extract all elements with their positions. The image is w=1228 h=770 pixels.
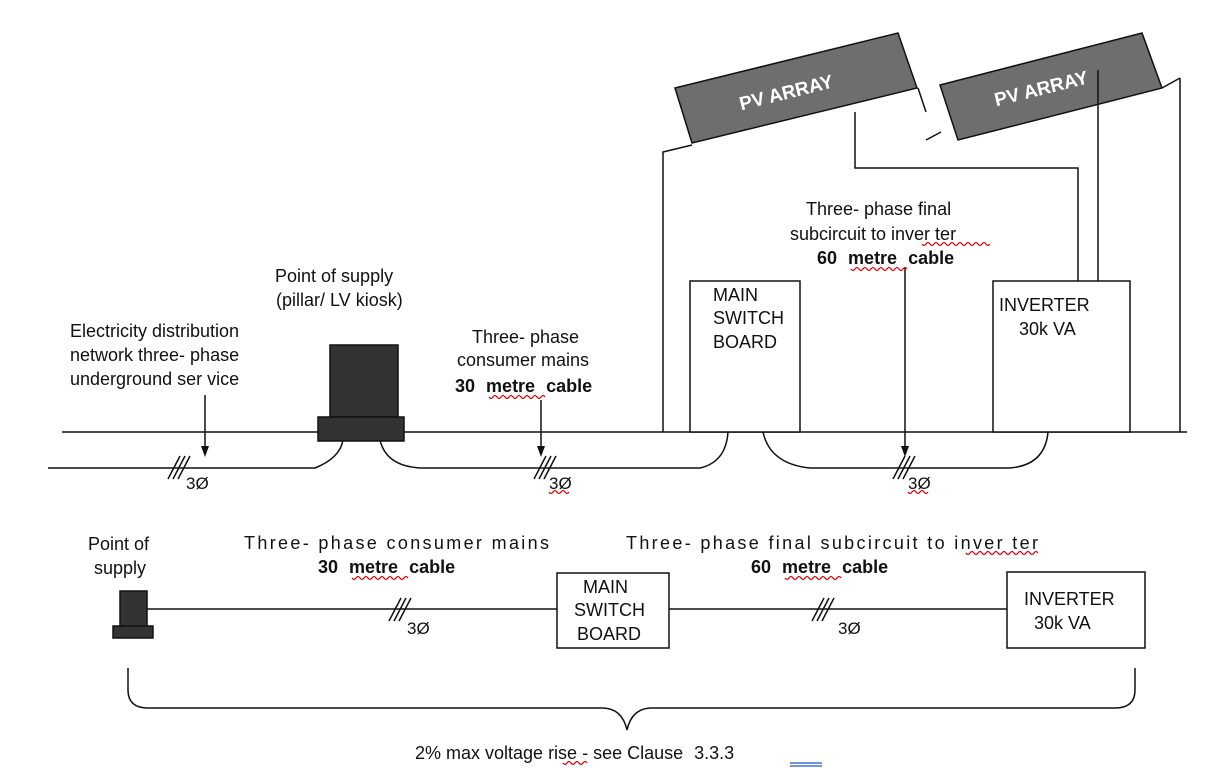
- roof-segment: [925, 131, 942, 141]
- lower-consumer-mains-line2: 30 metre cable: [318, 557, 455, 577]
- lower-point-of-supply-label: Point of supply: [88, 534, 150, 578]
- lower-msb-line3: BOARD: [577, 624, 641, 644]
- lower-consumer-mains-label: Three- phase consumer mains 30 metre cab…: [244, 533, 549, 581]
- roof-connector: [917, 87, 927, 113]
- pv-array-1-panel: [674, 32, 918, 144]
- lower-phase-mark-2: 3Ø: [811, 597, 861, 638]
- upper-final-subcircuit-line1: Three- phase final: [806, 199, 951, 219]
- lower-inverter-box: [1006, 571, 1146, 649]
- upper-final-subcircuit-cable: [762, 431, 1049, 469]
- pv-array-1: PV ARRAY: [674, 32, 918, 144]
- distribution-network-label: Electricity distribution network three- …: [70, 321, 239, 389]
- upper-phase-mark-1: 3Ø: [167, 455, 209, 493]
- upper-msb-line2: SWITCH: [713, 308, 784, 328]
- clause-reference[interactable]: 3.3.3: [694, 743, 734, 763]
- upper-phase-mark-3: 3Ø: [892, 455, 931, 495]
- lower-phase-mark-1: 3Ø: [388, 597, 430, 638]
- upper-consumer-mains-line2: consumer mains: [457, 350, 589, 370]
- lower-inverter: INVERTER 30k VA: [1006, 571, 1146, 649]
- distribution-service-cable: [48, 439, 344, 469]
- upper-inverter-line1: INVERTER: [999, 295, 1090, 315]
- lower-inverter-line1: INVERTER: [1024, 589, 1115, 609]
- upper-inverter-line2: 30k VA: [1019, 319, 1076, 339]
- lower-point-of-supply-line2: supply: [94, 558, 146, 578]
- distribution-network-line3: underground ser vice: [70, 369, 239, 389]
- upper-phase-mark-2: 3Ø: [533, 455, 572, 495]
- lower-point-of-supply-line1: Point of: [88, 534, 150, 554]
- lower-point-of-supply-pillar: [112, 590, 154, 639]
- lower-consumer-mains-line1: Three- phase consumer mains: [244, 533, 549, 553]
- lower-final-subcircuit-spellcheck-1: [965, 550, 1039, 556]
- lower-phase-label-2: 3Ø: [838, 619, 861, 638]
- upper-phase-label-3: 3Ø: [908, 474, 931, 493]
- upper-point-of-supply-label: Point of supply (pillar/ LV kiosk): [275, 266, 403, 310]
- upper-inverter-box: [992, 280, 1131, 433]
- upper-consumer-mains-label: Three- phase consumer mains 30 metre cab…: [455, 327, 592, 400]
- building-outline: [662, 77, 1181, 432]
- lower-pillar-base: [112, 625, 154, 639]
- voltage-rise-note-text: 2% max voltage rise - see Clause 3.3.3: [415, 743, 734, 763]
- upper-final-subcircuit-line2: subcircuit to inver ter: [790, 224, 956, 244]
- upper-consumer-mains-spellcheck: [488, 394, 546, 400]
- upper-consumer-mains-cable: [379, 431, 729, 469]
- lower-final-subcircuit-spellcheck-2: [784, 575, 842, 581]
- lower-final-subcircuit-line2: 60 metre cable: [751, 557, 888, 577]
- final-subcircuit-pointer-head: [901, 446, 909, 457]
- upper-phase-label-1: 3Ø: [186, 474, 209, 493]
- upper-msb-line3: BOARD: [713, 332, 777, 352]
- lower-msb-line1: MAIN: [583, 577, 628, 597]
- upper-phase-label-2-spellcheck: [548, 489, 570, 495]
- upper-final-subcircuit-spellcheck-1: [921, 241, 991, 247]
- lower-inverter-line2: 30k VA: [1034, 613, 1091, 633]
- voltage-rise-note: 2% max voltage rise - see Clause 3.3.3: [415, 743, 822, 767]
- upper-main-switch-board: MAIN SWITCH BOARD: [689, 280, 801, 433]
- pv-array-2: PV ARRAY: [939, 32, 1163, 141]
- upper-inverter: INVERTER 30k VA: [992, 280, 1131, 433]
- upper-final-subcircuit-line3: 60 metre cable: [817, 248, 954, 268]
- distribution-network-line1: Electricity distribution: [70, 321, 239, 341]
- lower-msb-line2: SWITCH: [574, 600, 645, 620]
- building-left-wall: [662, 144, 693, 432]
- lower-main-switch-board: MAIN SWITCH BOARD: [556, 572, 670, 649]
- upper-msb-line1: MAIN: [713, 285, 758, 305]
- lower-pillar-body: [119, 590, 148, 628]
- pillar-base: [317, 416, 405, 442]
- roof-right: [1161, 77, 1181, 89]
- upper-consumer-mains-line3: 30 metre cable: [455, 376, 592, 396]
- upper-point-of-supply-line2: (pillar/ LV kiosk): [276, 290, 403, 310]
- upper-phase-marks: 3Ø 3Ø 3Ø: [167, 455, 931, 495]
- voltage-rise-spellcheck: [562, 760, 588, 766]
- voltage-rise-brace: [127, 668, 1136, 731]
- lower-phase-label-1: 3Ø: [407, 619, 430, 638]
- upper-final-subcircuit-spellcheck-2: [850, 266, 908, 272]
- distribution-network-line2: network three- phase: [70, 345, 239, 365]
- lower-main-switch-board-box: [556, 572, 670, 649]
- upper-phase-label-3-spellcheck: [907, 489, 929, 495]
- distribution-pointer-head: [201, 446, 209, 457]
- pillar-body: [329, 344, 399, 418]
- lower-final-subcircuit-label: Three- phase final subcircuit to inver t…: [626, 533, 1039, 581]
- upper-pointer-arrows: [201, 268, 909, 457]
- upper-main-switch-board-box: [689, 280, 801, 433]
- lower-final-subcircuit-line1: Three- phase final subcircuit to inver t…: [626, 533, 1038, 553]
- lower-consumer-mains-spellcheck: [351, 575, 409, 581]
- upper-consumer-mains-line1: Three- phase: [472, 327, 579, 347]
- upper-point-of-supply-pillar: [317, 344, 405, 442]
- upper-underground-cables: [48, 431, 1049, 469]
- consumer-mains-pointer-head: [537, 446, 545, 457]
- upper-point-of-supply-line1: Point of supply: [275, 266, 393, 286]
- upper-final-subcircuit-label: Three- phase final subcircuit to inver t…: [790, 199, 991, 272]
- upper-phase-label-2: 3Ø: [549, 474, 572, 493]
- pv-dc-cables: [854, 70, 1099, 281]
- lower-phase-marks: 3Ø 3Ø: [388, 597, 861, 638]
- pv-array-1-dc-cable: [854, 112, 1079, 281]
